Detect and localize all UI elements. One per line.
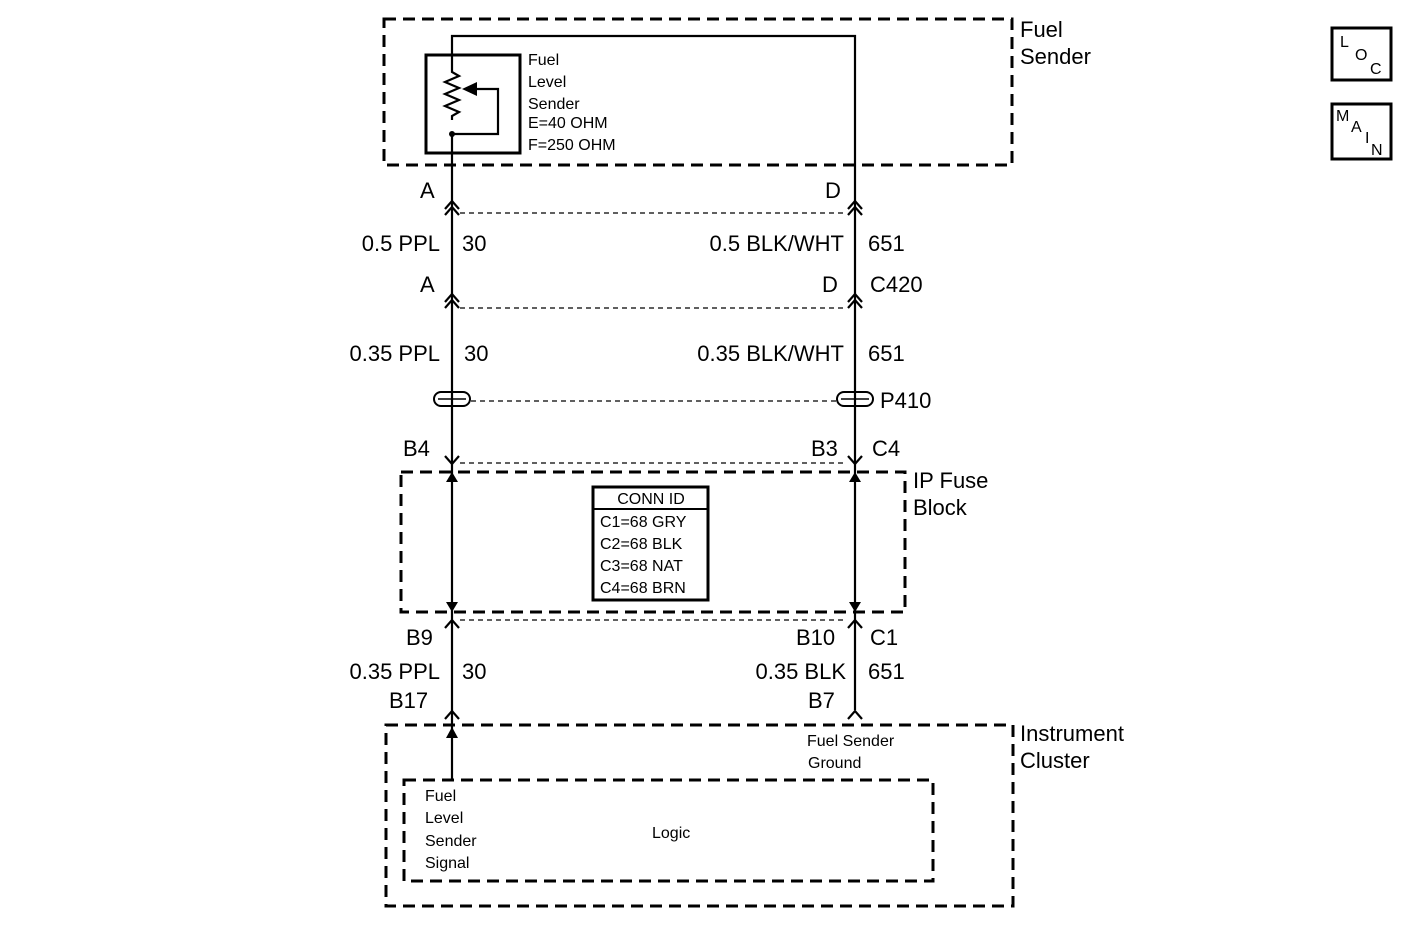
conn-id-table: CONN ID C1=68 GRY C2=68 BLK C3=68 NAT C4… [591, 485, 710, 602]
wire1-right-circuit: 651 [868, 231, 905, 256]
loc-button[interactable]: L O C [1330, 26, 1393, 82]
wire-segment-2: 0.35 PPL 30 0.35 BLK/WHT 651 [349, 341, 904, 366]
instrument-cluster: Instrument Cluster Fuel Sender Ground Fu… [384, 721, 1124, 908]
arrow-up-left-icon [446, 472, 458, 482]
svg-text:C: C [1370, 61, 1382, 78]
signal-label-line3: Sender [425, 833, 477, 850]
wire3-left-size-color: 0.35 PPL [349, 659, 440, 684]
main-button[interactable]: M A I N [1330, 102, 1393, 161]
instrument-cluster-outline [384, 723, 1015, 908]
arrow-up-right-icon [849, 472, 861, 482]
connector-3-right-pin: B3 [811, 436, 838, 461]
sensor-label-line5: F=250 OHM [528, 137, 616, 154]
connector-4-right-pin: B10 [796, 625, 835, 650]
conn-id-row-1: C1=68 GRY [600, 514, 687, 531]
fuel-sender-outline [382, 17, 1014, 167]
connector-3-left-pin: B4 [403, 436, 430, 461]
connector-1-left-pin: A [420, 178, 435, 203]
arrow-down-right-icon [849, 602, 861, 612]
connector-c420: A D C420 [420, 272, 923, 309]
passthrough-p410: P410 [433, 388, 931, 413]
fuel-level-sensor-box [424, 53, 522, 155]
wire3-left-circuit: 30 [462, 659, 486, 684]
fuel-sender-title-line2: Sender [1020, 44, 1091, 69]
connector-5: B17 B7 [389, 688, 863, 720]
ground-label-line1: Fuel Sender [807, 733, 895, 750]
sensor-label-line2: Level [528, 74, 566, 91]
resistor-wiper [452, 87, 500, 136]
wire1-left-circuit: 30 [462, 231, 486, 256]
fuel-sender-component: Fuel Sender Fuel Level Sender E=40 OHM F… [382, 17, 1091, 167]
svg-text:I: I [1365, 130, 1369, 147]
connector-2-left-pin: A [420, 272, 435, 297]
wire2-right-size-color: 0.35 BLK/WHT [697, 341, 844, 366]
wire2-left-circuit: 30 [464, 341, 488, 366]
svg-text:N: N [1371, 142, 1383, 159]
wire3-right-circuit: 651 [868, 659, 905, 684]
wire-segment-1: 0.5 PPL 30 0.5 BLK/WHT 651 [362, 231, 905, 256]
connector-4-left-pin: B9 [406, 625, 433, 650]
circuit-30-wire [450, 34, 857, 780]
connector-4-name: C1 [870, 625, 898, 650]
ip-fuse-block: IP Fuse Block CONN ID C1=68 GRY C2=68 BL… [399, 468, 988, 614]
svg-text:M: M [1336, 108, 1349, 125]
logic-module-outline [402, 778, 935, 883]
signal-label-line4: Signal [425, 855, 469, 872]
signal-label-line2: Level [425, 810, 463, 827]
connector-3-name: C4 [872, 436, 900, 461]
svg-text:L: L [1340, 34, 1349, 51]
instrument-cluster-title-line1: Instrument [1020, 721, 1124, 746]
svg-text:O: O [1355, 47, 1367, 64]
wire3-right-size-color: 0.35 BLK [755, 659, 846, 684]
connector-c1: B9 B10 C1 [406, 618, 898, 650]
conn-id-title: CONN ID [617, 491, 685, 508]
connector-5-right-pin: B7 [808, 688, 835, 713]
wire1-right-size-color: 0.5 BLK/WHT [710, 231, 844, 256]
sensor-label-line1: Fuel [528, 52, 559, 69]
connector-5-left-pin: B17 [389, 688, 428, 713]
variable-resistor-icon [442, 68, 462, 120]
fuel-sender-title-line1: Fuel [1020, 17, 1063, 42]
connector-2-name: C420 [870, 272, 923, 297]
wiper-arrow-icon [462, 82, 477, 96]
connector-2-right-pin: D [822, 272, 838, 297]
connector-1-right-pin: D [825, 178, 841, 203]
signal-label-line1: Fuel [425, 788, 456, 805]
wire1-left-size-color: 0.5 PPL [362, 231, 440, 256]
connector-c4: B4 B3 C4 [403, 436, 900, 466]
signal-arrow-up-icon [446, 727, 458, 738]
ground-label-line2: Ground [808, 755, 861, 772]
sensor-label-line3: Sender [528, 96, 580, 113]
ip-fuse-block-title-line2: Block [913, 495, 968, 520]
passthrough-name: P410 [880, 388, 931, 413]
ip-fuse-block-outline [399, 470, 907, 614]
ip-fuse-block-title-line1: IP Fuse [913, 468, 988, 493]
sensor-label-line4: E=40 OHM [528, 115, 608, 132]
conn-id-row-3: C3=68 NAT [600, 558, 683, 575]
connector-1: A D [420, 178, 863, 216]
conn-id-row-2: C2=68 BLK [600, 536, 683, 553]
instrument-cluster-title-line2: Cluster [1020, 748, 1090, 773]
logic-label: Logic [652, 825, 690, 842]
wire2-left-size-color: 0.35 PPL [349, 341, 440, 366]
wire-segment-3: 0.35 PPL 30 0.35 BLK 651 [349, 659, 904, 684]
wire2-right-circuit: 651 [868, 341, 905, 366]
arrow-down-left-icon [446, 602, 458, 612]
svg-text:A: A [1351, 119, 1362, 136]
conn-id-row-4: C4=68 BRN [600, 580, 686, 597]
